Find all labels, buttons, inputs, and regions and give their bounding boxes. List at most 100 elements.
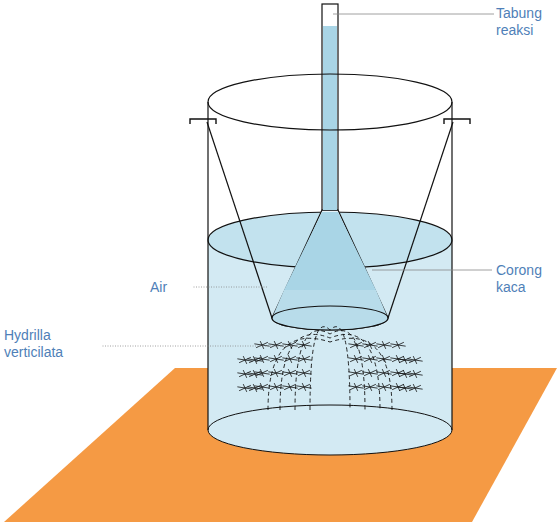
leaf-stroke [390, 344, 398, 345]
leaf-stroke [392, 345, 398, 348]
leaf-stroke [255, 371, 261, 374]
beaker-wall [451, 102, 452, 430]
leaf-stroke [370, 384, 376, 387]
leader-line [100, 346, 296, 347]
leaf-stroke [298, 359, 304, 362]
leaf-stroke [370, 387, 378, 388]
leaf-stroke [397, 387, 405, 388]
reaction-tube [322, 4, 338, 210]
leaf-stroke [378, 345, 384, 348]
leaf-stroke [304, 370, 310, 373]
leaf-stroke [415, 360, 417, 364]
leaf-stroke [384, 345, 392, 346]
leaf-stroke [262, 387, 270, 388]
leaf-stroke [284, 359, 290, 362]
leaf-stroke [268, 344, 276, 345]
leaf-stroke [276, 356, 282, 359]
leaf-stroke [237, 387, 245, 388]
leaf-stroke [245, 388, 253, 389]
leaf-stroke [409, 360, 415, 363]
leaf-stroke [356, 373, 364, 374]
leaf-stroke [274, 341, 276, 345]
leaf-stroke [270, 387, 276, 390]
leaf-stroke [384, 359, 392, 360]
leaf-stroke [247, 387, 255, 388]
leaf-stroke [276, 373, 284, 374]
leaf-stroke [396, 383, 398, 387]
part-label: Corong kaca [494, 262, 556, 296]
leaf-stroke [302, 355, 304, 359]
leaf-stroke [270, 359, 276, 362]
leaf-stroke [415, 357, 421, 360]
leaf-stroke [356, 370, 362, 373]
leaf-stroke [396, 369, 398, 373]
leaf-stroke [290, 373, 292, 377]
leaf-stroke [413, 370, 415, 374]
leaf-stroke [249, 374, 255, 377]
leaf-stroke [405, 388, 413, 389]
leaf-stroke [370, 359, 372, 363]
leaf-stroke [415, 385, 421, 388]
leaf-stroke [290, 370, 296, 373]
leaf-stroke [260, 341, 262, 345]
leaf-stroke [350, 345, 356, 348]
leaf-stroke [350, 359, 356, 362]
leaf-stroke [304, 387, 306, 391]
leaf-stroke [362, 344, 370, 345]
leaf-stroke [237, 359, 245, 360]
leaf-stroke [270, 373, 276, 376]
leaf-stroke [276, 345, 284, 346]
support-wire [207, 122, 272, 318]
leaf-stroke [276, 387, 278, 391]
leaf-stroke [370, 373, 378, 374]
leaf-stroke [397, 373, 405, 374]
leaf-stroke [302, 383, 304, 387]
leaf-stroke [384, 345, 386, 349]
leaf-stroke [370, 373, 372, 377]
leaf-stroke [288, 355, 290, 359]
leaf-stroke [239, 360, 245, 363]
beaker-bottom [208, 405, 452, 455]
leaf-stroke [350, 387, 356, 390]
leaf-stroke [304, 387, 312, 388]
leaf-stroke [397, 359, 405, 360]
funnel-water [284, 212, 376, 290]
leaf-stroke [304, 373, 312, 374]
leaf-stroke [302, 369, 304, 373]
leaf-stroke [262, 345, 264, 349]
leaf-stroke [378, 387, 384, 390]
leaf-stroke [384, 387, 386, 391]
leaf-stroke [253, 384, 255, 388]
leaf-stroke [243, 384, 245, 388]
leaf-stroke [268, 372, 276, 373]
clamp [190, 119, 216, 124]
leaf-stroke [290, 359, 292, 363]
leaf-stroke [356, 356, 362, 359]
leaf-stroke [282, 386, 290, 387]
leaf-stroke [356, 359, 364, 360]
leaf-stroke [398, 356, 404, 359]
leaf-stroke [262, 359, 270, 360]
leaf-stroke [298, 373, 304, 376]
leaf-stroke [415, 360, 423, 361]
leaf-stroke [384, 384, 390, 387]
leaf-stroke [245, 360, 247, 364]
leaf-stroke [296, 372, 304, 373]
leaf-stroke [255, 374, 263, 375]
leaf-stroke [276, 370, 282, 373]
leaf-stroke [382, 355, 384, 359]
leaf-stroke [382, 341, 384, 345]
leaf-stroke [399, 374, 405, 377]
funnel-water [272, 290, 388, 330]
leaf-stroke [255, 360, 263, 361]
leaf-stroke [384, 387, 392, 388]
leaf-stroke [290, 356, 296, 359]
leaf-stroke [254, 344, 262, 345]
leaf-stroke [413, 384, 415, 388]
leaf-stroke [382, 369, 384, 373]
leaf-stroke [288, 369, 290, 373]
clamp [444, 119, 470, 124]
leaf-stroke [254, 372, 262, 373]
leaf-stroke [304, 359, 312, 360]
